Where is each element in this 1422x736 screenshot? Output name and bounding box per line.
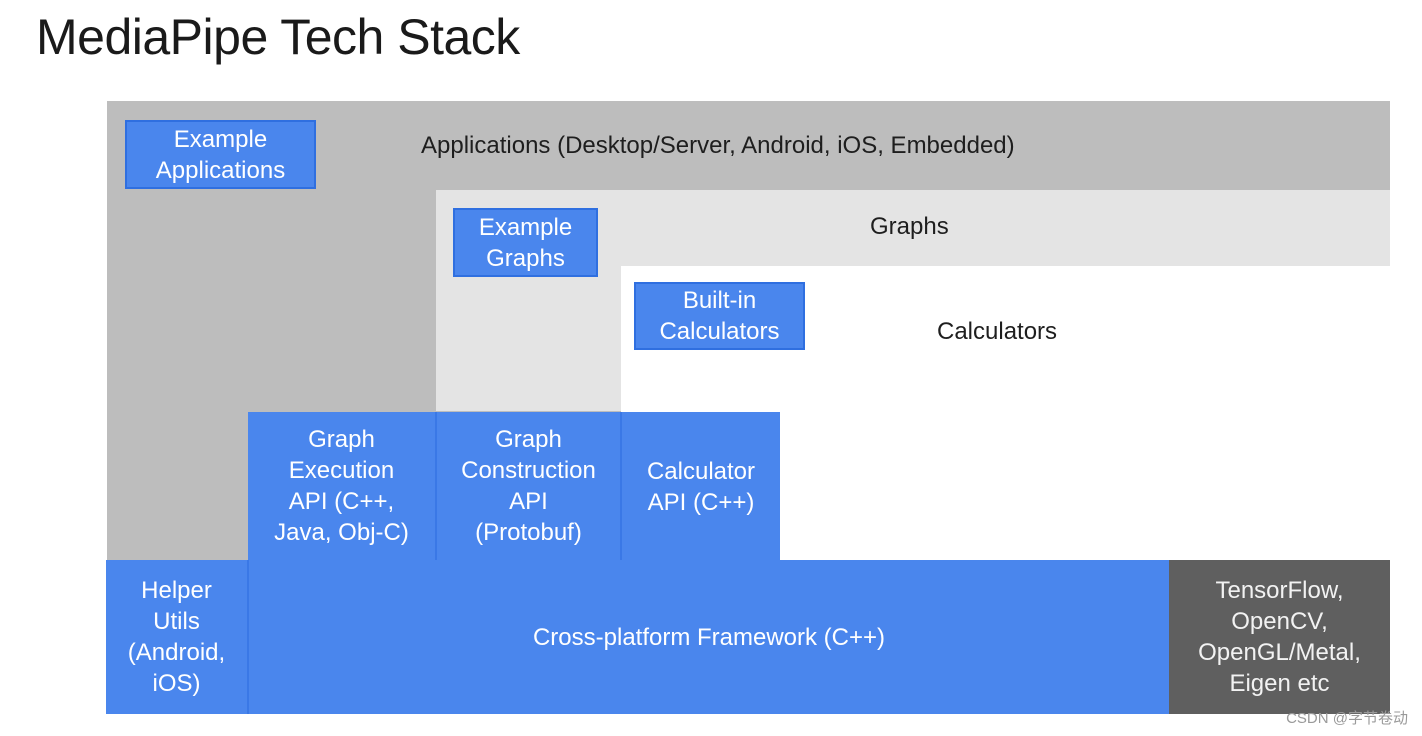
- graph-construction-api-box: Graph Construction API (Protobuf): [437, 412, 622, 560]
- builtin-calculators-label: Built-in Calculators: [659, 287, 780, 345]
- watermark: CSDN @字节卷动: [1286, 710, 1408, 727]
- cross-platform-framework-label: Cross-platform Framework (C++): [532, 623, 886, 651]
- builtin-calculators-box: Built-in Calculators: [634, 282, 805, 350]
- example-applications-label: Example Applications: [155, 125, 286, 184]
- dependencies-label: TensorFlow, OpenCV, OpenGL/Metal, Eigen …: [1198, 577, 1361, 697]
- applications-layer-label: Applications (Desktop/Server, Android, i…: [421, 132, 1015, 159]
- graphs-layer-label: Graphs: [870, 213, 949, 240]
- helper-utils-label: Helper Utils (Android, iOS): [127, 577, 226, 697]
- page-title: MediaPipe Tech Stack: [36, 9, 520, 65]
- graph-execution-api-box: Graph Execution API (C++, Java, Obj-C): [248, 412, 437, 560]
- helper-utils-box: Helper Utils (Android, iOS): [106, 560, 249, 714]
- dependencies-box: TensorFlow, OpenCV, OpenGL/Metal, Eigen …: [1169, 560, 1390, 714]
- example-graphs-label: Example Graphs: [478, 213, 573, 272]
- example-applications-box: Example Applications: [125, 120, 316, 189]
- cross-platform-framework-box: Cross-platform Framework (C++): [249, 560, 1169, 714]
- graph-execution-api-label: Graph Execution API (C++, Java, Obj-C): [274, 426, 409, 546]
- calculators-layer-label: Calculators: [937, 318, 1058, 345]
- calculator-api-box: Calculator API (C++): [622, 412, 780, 560]
- calculator-api-label: Calculator API (C++): [646, 458, 756, 516]
- example-graphs-box: Example Graphs: [453, 208, 598, 277]
- graph-construction-api-label: Graph Construction API (Protobuf): [461, 426, 596, 546]
